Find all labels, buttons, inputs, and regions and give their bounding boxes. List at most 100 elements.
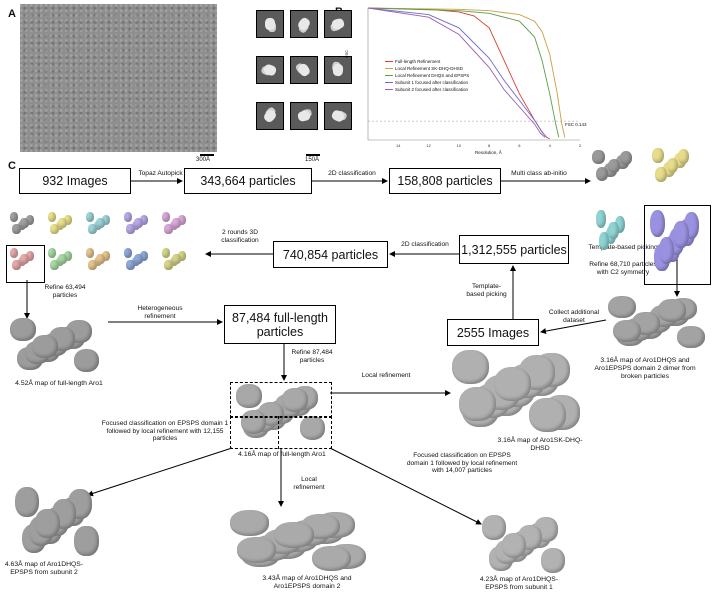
map-density-lobe xyxy=(63,215,73,225)
fsc-x-tick: 12 xyxy=(426,143,431,148)
map-density-lobe xyxy=(58,218,67,228)
map-density-lobe xyxy=(50,223,59,234)
fsc-legend-item: Subunit 1 focused after classification xyxy=(385,79,469,86)
fsc-legend-item: Local Refinement DHQS and EPSPS xyxy=(385,72,469,79)
map-density-lobe xyxy=(172,254,181,264)
map-density-lobe xyxy=(613,319,642,343)
class-scale-label: 150Å xyxy=(305,157,320,163)
fsc-threshold-label: FSC 0.143 xyxy=(565,122,587,127)
label-heterogeneous: Heterogeneous refinement xyxy=(137,305,183,320)
micrograph-scale-label: 300Å xyxy=(196,157,211,163)
map-density-lobe xyxy=(595,167,609,182)
particle-blob xyxy=(265,18,275,30)
map-full-length-416 xyxy=(236,384,328,444)
arrow-416-to-463 xyxy=(87,447,233,497)
map-density-lobe xyxy=(20,218,29,228)
fsc-legend-item: Full-length Refinement xyxy=(385,58,469,65)
map-density-lobe xyxy=(124,212,133,222)
map-density-lobe xyxy=(237,537,277,563)
fsc-x-tick: 4 xyxy=(549,143,552,148)
map-density-lobe xyxy=(677,149,690,165)
map-density-lobe xyxy=(58,254,67,264)
map-density-lobe xyxy=(608,221,619,240)
map-3d-class xyxy=(124,212,154,236)
map-density-lobe xyxy=(673,221,689,249)
map-density-lobe xyxy=(50,259,59,270)
map-density-lobe xyxy=(655,166,668,183)
fsc-legend-label: Local Refinement SK-DHQ-DHSD xyxy=(395,66,464,71)
box-740854-particles: 740,854 particles xyxy=(273,241,388,268)
map-3d-class xyxy=(86,212,116,236)
map-density-lobe xyxy=(10,212,19,222)
map-density-lobe xyxy=(177,251,187,261)
fsc-legend-swatch xyxy=(385,67,393,70)
label-template-picking: Template-based picking xyxy=(588,244,658,251)
class-average xyxy=(256,56,284,84)
map-density-lobe xyxy=(63,251,73,261)
map-density-lobe xyxy=(230,510,270,536)
map-density-lobe xyxy=(139,251,149,261)
map-subunit1-423 xyxy=(482,515,567,577)
map-density-lobe xyxy=(101,215,111,225)
arrow-416-to-423 xyxy=(329,447,482,525)
map-abinitio-grey xyxy=(592,150,637,185)
caption-463: 4.63Å map of Aro1DHQS-EPSPS from subunit… xyxy=(4,561,84,576)
map-density-lobe xyxy=(10,318,36,342)
map-3d-class xyxy=(48,212,78,236)
map-density-lobe xyxy=(164,223,173,234)
map-density-lobe xyxy=(282,387,309,412)
panel-label-a: A xyxy=(8,8,16,20)
caption-316-sk: 3.16Å map of Aro1SK-DHQ-DHSD xyxy=(497,437,583,452)
fsc-legend-item: Local Refinement SK-DHQ-DHSD xyxy=(385,65,469,72)
caption-423: 4.23Å map of Aro1DHQS-EPSPS from subunit… xyxy=(479,576,559,591)
label-2-rounds-3d: 2 rounds 3D classification xyxy=(221,229,259,244)
map-density-lobe xyxy=(86,248,95,258)
label-focused-left: Focused classification on EPSPS domain 1… xyxy=(101,420,229,443)
map-density-lobe xyxy=(139,215,149,225)
fsc-xlabel: Resolution, Å xyxy=(475,150,502,155)
map-density-lobe xyxy=(162,212,171,222)
class-average xyxy=(256,102,284,130)
map-density-lobe xyxy=(126,259,135,270)
label-focused-right: Focused classification on EPSPS domain 1… xyxy=(406,452,518,475)
map-density-lobe xyxy=(12,259,21,270)
map-density-lobe xyxy=(96,254,105,264)
map-density-lobe xyxy=(25,215,35,225)
label-local-refinement-2: Local refinement xyxy=(293,476,325,491)
map-343 xyxy=(230,510,370,574)
map-density-lobe xyxy=(650,210,666,238)
dashed-box-bottom xyxy=(230,416,332,449)
map-3d-class xyxy=(10,212,40,236)
box-2555-images: 2555 Images xyxy=(447,319,539,346)
dashed-box-top xyxy=(230,382,332,418)
box-158808-particles: 158,808 particles xyxy=(389,168,501,194)
label-2d-classification-2: 2D classification xyxy=(401,241,449,248)
selected-map-box xyxy=(644,205,711,285)
map-density-lobe xyxy=(299,415,326,440)
fsc-series-line xyxy=(367,7,548,138)
map-density-lobe xyxy=(35,508,60,539)
box-full-length-particles: 87,484 full-length particles xyxy=(224,305,336,344)
class-average xyxy=(324,102,352,130)
map-density-lobe xyxy=(458,386,496,422)
caption-452: 4.52Å map of full-length Aro1 xyxy=(15,380,103,387)
label-refine-87484: Refine 87,484 particles xyxy=(291,349,333,364)
fsc-legend-swatch xyxy=(385,60,393,63)
fsc-x-tick: 2 xyxy=(579,143,582,148)
label-collect-dataset: Collect additional dataset xyxy=(548,309,600,324)
map-density-lobe xyxy=(236,384,262,408)
map-dimer-316 xyxy=(608,296,708,352)
panel-label-c: C xyxy=(8,160,16,172)
fsc-series-line xyxy=(367,7,546,138)
map-density-lobe xyxy=(452,350,489,385)
map-density-lobe xyxy=(502,533,526,559)
map-density-lobe xyxy=(74,526,99,556)
label-refine-68710: Refine 68,710 particles with C2 symmetry xyxy=(589,261,657,276)
map-density-lobe xyxy=(126,223,135,234)
fsc-series-line xyxy=(367,7,566,138)
label-template-based-picking: Template-based picking xyxy=(466,283,507,298)
box-343664-particles: 343,664 particles xyxy=(184,168,312,194)
map-density-lobe xyxy=(677,325,706,348)
